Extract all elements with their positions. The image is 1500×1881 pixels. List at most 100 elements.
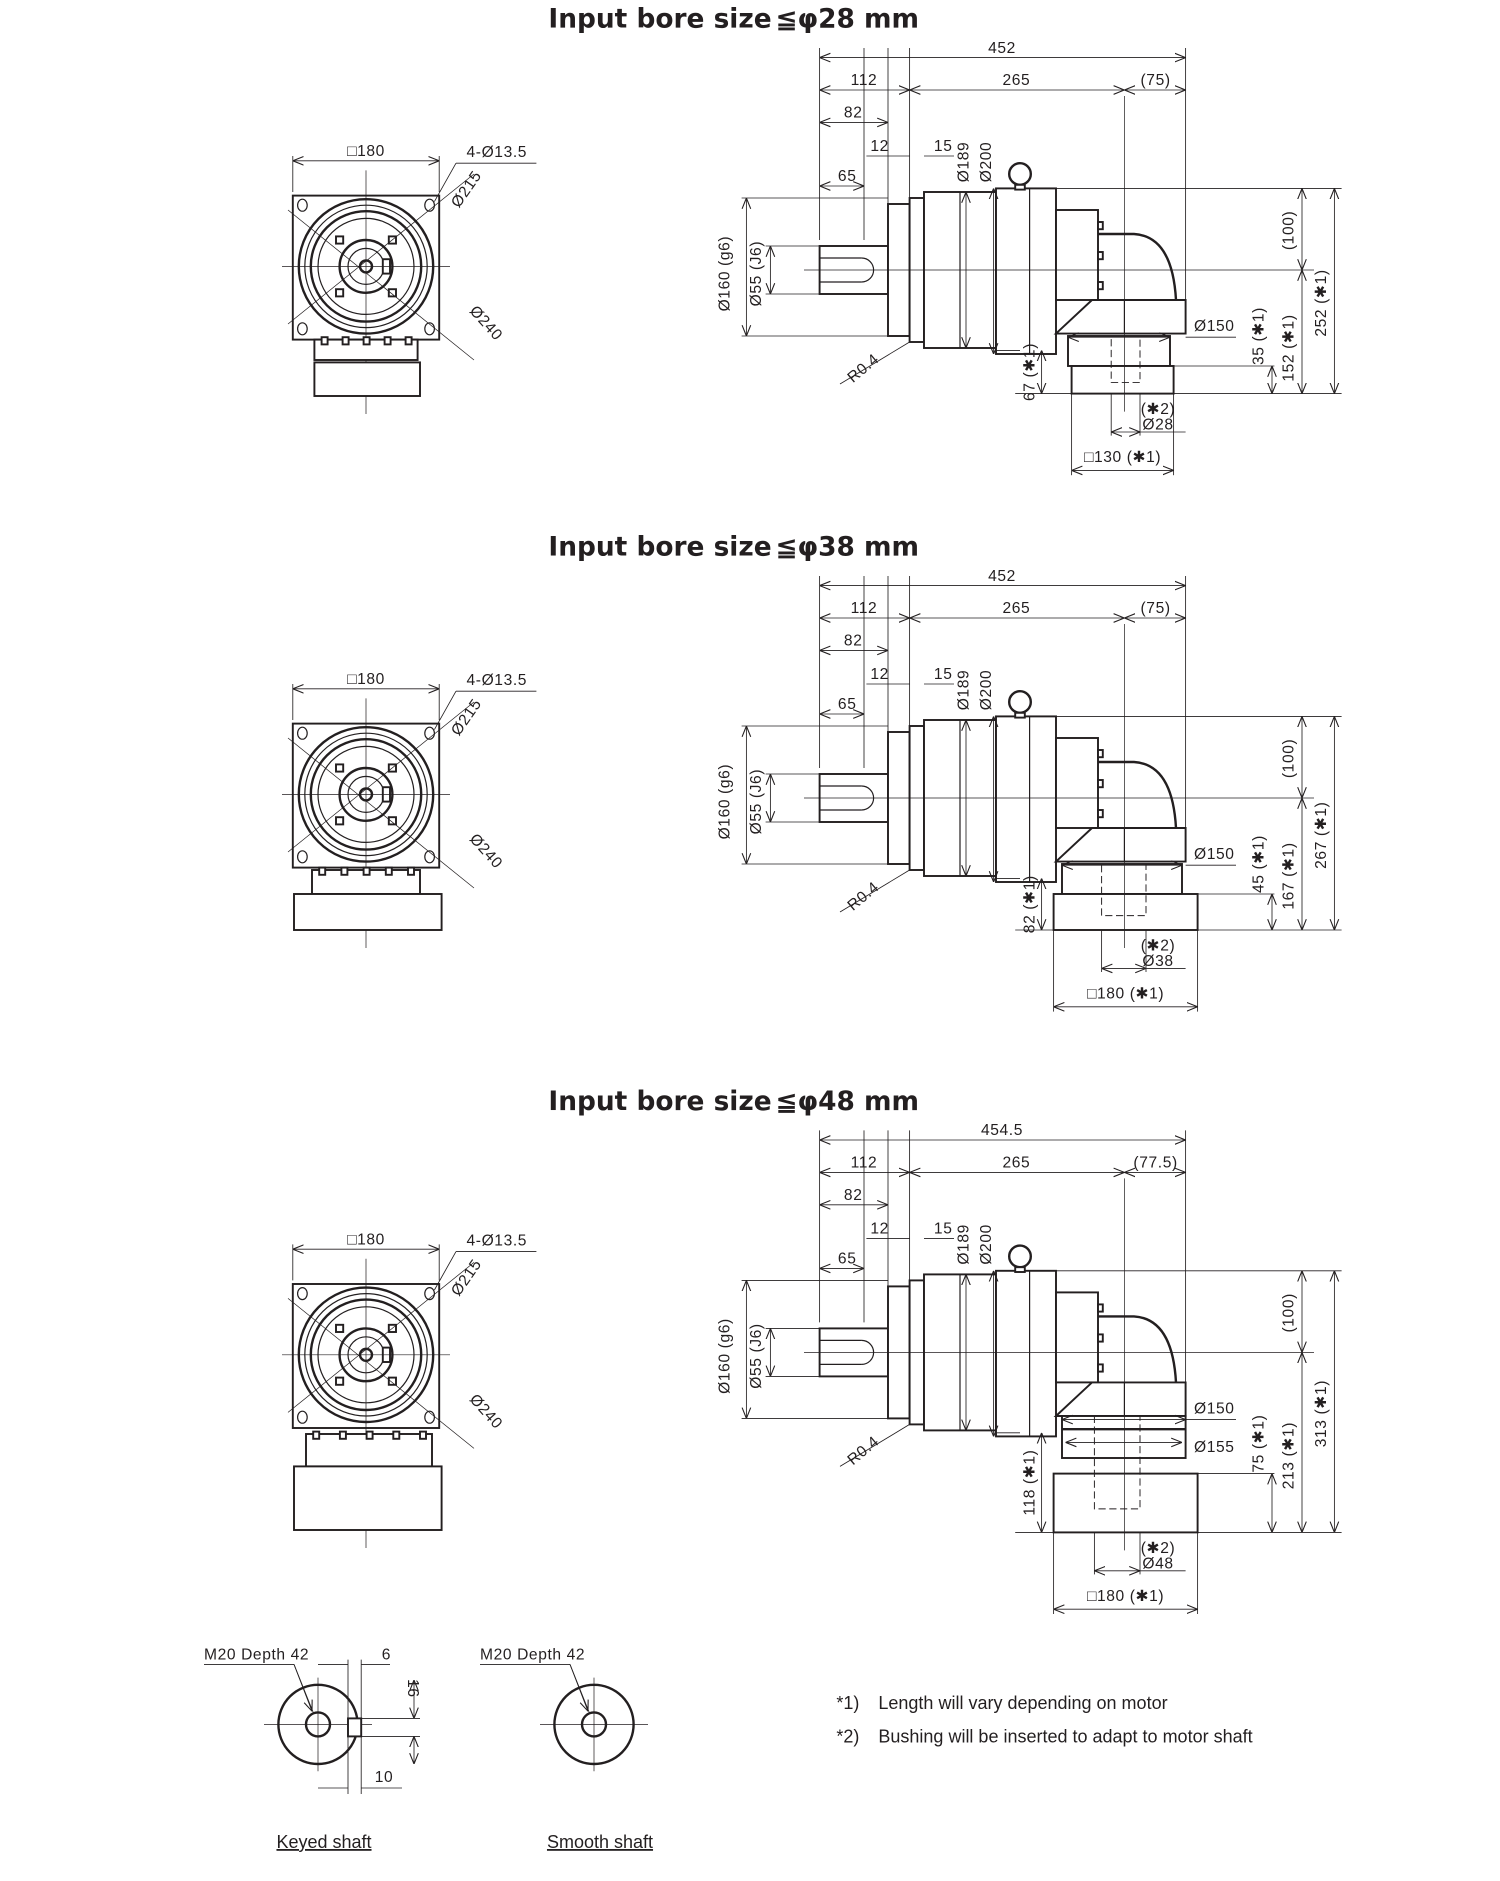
bolt-hole	[424, 1287, 435, 1301]
dim-lower-label: 167 (✱1)	[1281, 842, 1298, 909]
leader	[839, 1424, 910, 1467]
adapter-bolt	[338, 1430, 347, 1440]
key	[347, 1717, 363, 1738]
adapter-bolt	[362, 336, 371, 346]
dim-holes-label: 4-Ø13.5	[467, 672, 528, 689]
dim-15-label: 15	[934, 1221, 953, 1238]
dim-112-label: 112	[851, 1155, 878, 1172]
dim-overall-label: 452	[988, 40, 1016, 57]
dim-adapter-label: 45 (✱1)	[1251, 835, 1268, 893]
bolt-hole	[424, 198, 435, 212]
shaft-caption: Smooth shaft	[547, 1832, 653, 1852]
eye-bolt-base	[1014, 711, 1026, 719]
dim-265-label: 265	[1002, 600, 1030, 617]
housing-bolt	[1097, 1363, 1104, 1373]
right-angle-housing	[1055, 1291, 1099, 1384]
dim-160-label: Ø160 (g6)	[717, 1318, 734, 1394]
dim-motor-square-label: □130 (✱1)	[1084, 449, 1161, 466]
dim-155-label: Ø155	[1194, 1439, 1235, 1456]
motor-adapter	[1061, 863, 1183, 895]
section-title: Input bore size≦φ28 mm	[548, 4, 919, 35]
bore-note-mark: (✱2)	[1141, 401, 1176, 418]
footnotes: *1)Length will vary depending on motor*2…	[836, 1693, 1252, 1747]
tap-arrow	[293, 1664, 312, 1711]
dim-100-label: (100)	[1281, 211, 1298, 250]
housing-bolt	[1097, 1333, 1104, 1343]
dim-square-label: □180	[347, 1231, 385, 1248]
bolt-hole	[297, 322, 308, 336]
dim-82-label: 82	[844, 105, 863, 122]
screw	[335, 1376, 345, 1386]
input-housing	[1053, 1381, 1187, 1417]
dim-tail-label: (75)	[1141, 600, 1171, 617]
dim-tail-label: (77.5)	[1133, 1155, 1177, 1172]
dim-112-label: 112	[851, 600, 878, 617]
radius-label: R0.4	[845, 879, 883, 915]
dim-160-label: Ø160 (g6)	[717, 764, 734, 840]
bore-note-mark: (✱2)	[1141, 1540, 1176, 1557]
bore-limit-text: ≦φ48 mm	[775, 1086, 919, 1117]
housing-bolt	[1097, 221, 1104, 231]
body-stage-2	[995, 1269, 1057, 1438]
adapter-bolt	[404, 336, 413, 346]
diagonal	[287, 1298, 475, 1449]
motor-body	[1052, 1472, 1199, 1534]
dim-55-label: Ø55 (J6)	[748, 241, 765, 306]
key-width-label: 6	[382, 1647, 391, 1664]
bore-note-mark: (✱2)	[1141, 937, 1176, 954]
shaft-caption: Keyed shaft	[276, 1832, 371, 1852]
motor-body	[313, 361, 421, 397]
adapter-bolt	[312, 1430, 321, 1440]
dim-holes-label: 4-Ø13.5	[467, 1233, 528, 1250]
footnote-mark: *1)	[836, 1693, 859, 1713]
dim-bore-label: Ø48	[1142, 1555, 1173, 1572]
eye-bolt	[1008, 1244, 1032, 1269]
dim-lower-label: 213 (✱1)	[1281, 1422, 1298, 1489]
screw	[387, 288, 397, 298]
bolt-hole	[297, 726, 308, 740]
housing-bolt	[1097, 1303, 1104, 1313]
dim-overall-label: 454.5	[981, 1122, 1023, 1139]
radius-label: R0.4	[845, 351, 883, 387]
dim-200-label: Ø200	[978, 670, 995, 711]
bolt-hole	[424, 1410, 435, 1424]
dim-200-label: Ø200	[978, 1224, 995, 1265]
diagonal	[287, 737, 475, 889]
key-offset-label: 10	[375, 1769, 394, 1786]
dim-12-label: 12	[870, 666, 889, 683]
footnote-mark: *2)	[836, 1726, 859, 1746]
dim-189-label: Ø189	[955, 1224, 972, 1265]
dim-65-label: 65	[838, 168, 857, 185]
diagonal	[287, 209, 475, 361]
dim-outer-label: Ø240	[466, 303, 506, 345]
leader	[839, 341, 910, 385]
bolt-hole	[297, 850, 308, 864]
dim-200-label: Ø200	[978, 142, 995, 183]
adapter-bolt	[383, 336, 392, 346]
dim-150-label: Ø150	[1194, 1401, 1235, 1418]
eye-bolt	[1008, 162, 1032, 186]
dim-265-label: 265	[1002, 1155, 1030, 1172]
dim-pcd-label: Ø215	[448, 168, 485, 211]
eye-bolt	[1008, 690, 1032, 714]
dim-pcd-label: Ø215	[448, 1256, 485, 1299]
dim-55-label: Ø55 (J6)	[748, 769, 765, 834]
dim-100-label: (100)	[1281, 1293, 1298, 1332]
housing-bolt	[1097, 251, 1104, 261]
right-angle-housing	[1055, 209, 1099, 301]
dim-square-label: □180	[347, 671, 385, 688]
dim-tail-label: (75)	[1141, 72, 1171, 89]
screw	[335, 816, 345, 826]
bolt-hole	[424, 322, 435, 336]
dim-12-label: 12	[870, 138, 889, 155]
adapter-bolt	[419, 1430, 427, 1440]
adapter-bolt	[341, 336, 350, 346]
dim-bore-label: Ø28	[1142, 417, 1173, 434]
dim-82-label: 82	[844, 1187, 863, 1204]
